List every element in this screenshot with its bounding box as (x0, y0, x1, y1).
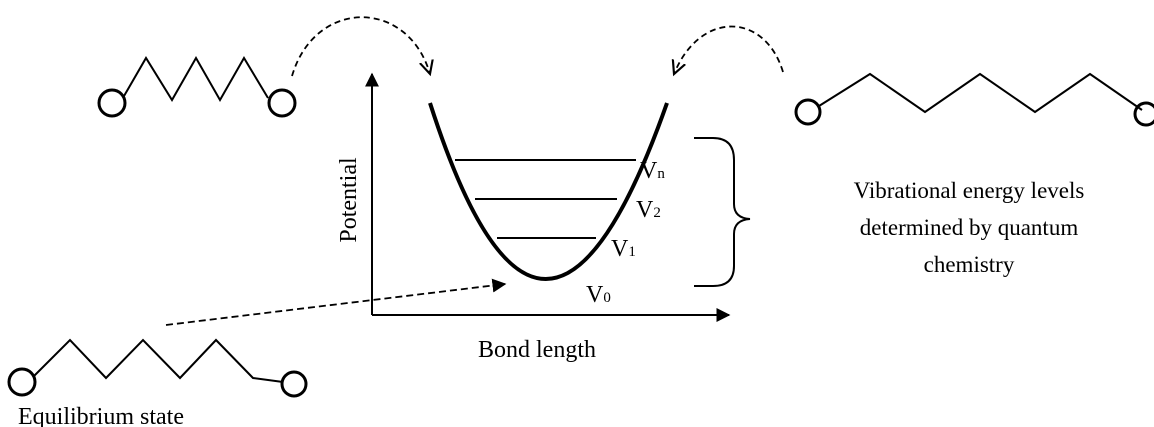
stretched-molecule (794, 72, 1154, 127)
annotation-line-1: Vibrational energy levels (854, 178, 1085, 203)
equilibrium-arrow (165, 278, 507, 326)
annotation-line-3: chemistry (924, 252, 1015, 277)
atom-circle (1133, 101, 1154, 127)
y-axis-label: Potential (336, 157, 362, 243)
atom-circle (267, 88, 297, 118)
stretched-bond (818, 72, 1143, 114)
equilibrium-bond (33, 338, 284, 383)
level-label-v2: V2 (636, 197, 661, 223)
atom-circle (97, 88, 127, 118)
equilibrium-label: Equilibrium state (18, 404, 184, 427)
x-axis-label: Bond length (478, 337, 596, 363)
level-label-vn: Vn (640, 158, 665, 184)
equilibrium-molecule (7, 338, 308, 398)
level-label-v1: V1 (611, 236, 636, 262)
levels-bracket (694, 137, 751, 287)
level-label-v0: V0 (586, 282, 611, 308)
compressed-molecule (97, 55, 297, 118)
compressed-bond (123, 55, 269, 103)
atom-circle (794, 98, 822, 126)
atom-circle (7, 367, 37, 397)
potential-curve (428, 102, 669, 281)
stretched-curved-arrow (674, 25, 784, 75)
annotation-line-2: determined by quantum (860, 215, 1079, 240)
atom-circle (280, 370, 308, 398)
compressed-curved-arrow (291, 16, 430, 76)
